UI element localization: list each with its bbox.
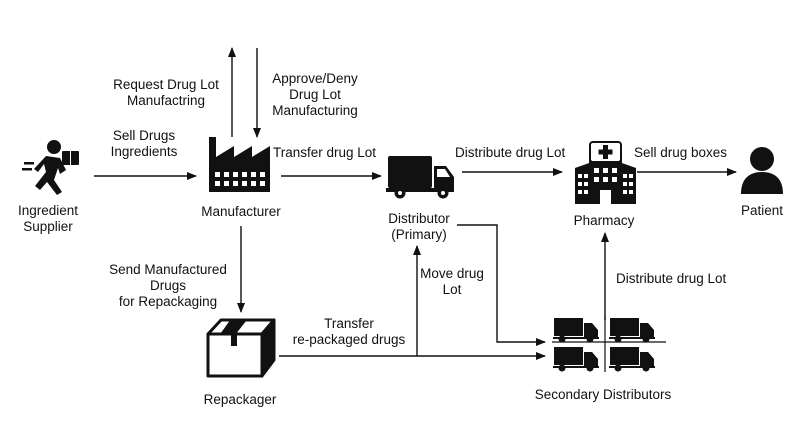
request-label-line1: Request Drug Lot (113, 77, 219, 92)
approve-label: Approve/Deny Drug Lot Manufacturing (272, 71, 358, 119)
truck-icon (386, 156, 454, 199)
pharmacy-label: Pharmacy (573, 213, 635, 228)
send-repack-label-line3: for Repackaging (118, 294, 218, 309)
transfer-repack-label-line1: Transfer (324, 316, 374, 331)
move-lot-label-line1: Move drug (420, 266, 484, 281)
approve-label-line1: Approve/Deny (272, 71, 358, 86)
distribute-lot-label: Distribute drug Lot (455, 145, 566, 160)
send-repack-label-line2: Drugs (149, 278, 186, 293)
distributor-label-line1: Distributor (388, 211, 450, 226)
supplier-label: Ingredient Supplier (18, 203, 78, 235)
sell-boxes-label: Sell drug boxes (634, 145, 728, 160)
approve-label-line2: Drug Lot (289, 87, 341, 102)
send-repack-label-line1: Send Manufactured (109, 262, 227, 277)
person-icon (741, 147, 783, 194)
sell-ingredients-label: Sell Drugs Ingredients (111, 128, 178, 160)
move-lot-label-line2: Lot (442, 282, 462, 297)
request-label-line2: Manufactring (126, 93, 206, 108)
factory-icon (209, 137, 270, 192)
request-label: Request Drug Lot Manufactring (113, 77, 219, 109)
hospital-icon (575, 141, 636, 204)
distributor-label: Distributor (Primary) (388, 211, 450, 243)
send-repack-label: Send Manufactured Drugs for Repackaging (109, 262, 227, 310)
approve-label-line3: Manufacturing (272, 103, 358, 118)
distribute-lot-2-label: Distribute drug Lot (616, 271, 727, 286)
truck-fleet-icon (552, 315, 666, 372)
repackager-label: Repackager (203, 392, 277, 407)
move-lot-label: Move drug Lot (420, 266, 484, 298)
delivery-person-icon (22, 140, 79, 195)
arrow-primary-to-secondary (457, 224, 546, 346)
distributor-label-line2: (Primary) (391, 227, 447, 242)
supplier-label-line2: Supplier (23, 219, 73, 234)
transfer-repack-label: Transfer re-packaged drugs (293, 316, 406, 348)
transfer-lot-label: Transfer drug Lot (273, 145, 377, 160)
manufacturer-label: Manufacturer (201, 204, 281, 219)
patient-label: Patient (740, 203, 784, 218)
secondary-distributors-label: Secondary Distributors (534, 387, 672, 402)
transfer-repack-label-line2: re-packaged drugs (292, 332, 406, 347)
sell-ingredients-label-line1: Sell Drugs (112, 128, 176, 143)
sell-ingredients-label-line2: Ingredients (110, 144, 178, 159)
supplier-label-line1: Ingredient (17, 203, 79, 218)
box-icon (206, 318, 276, 378)
